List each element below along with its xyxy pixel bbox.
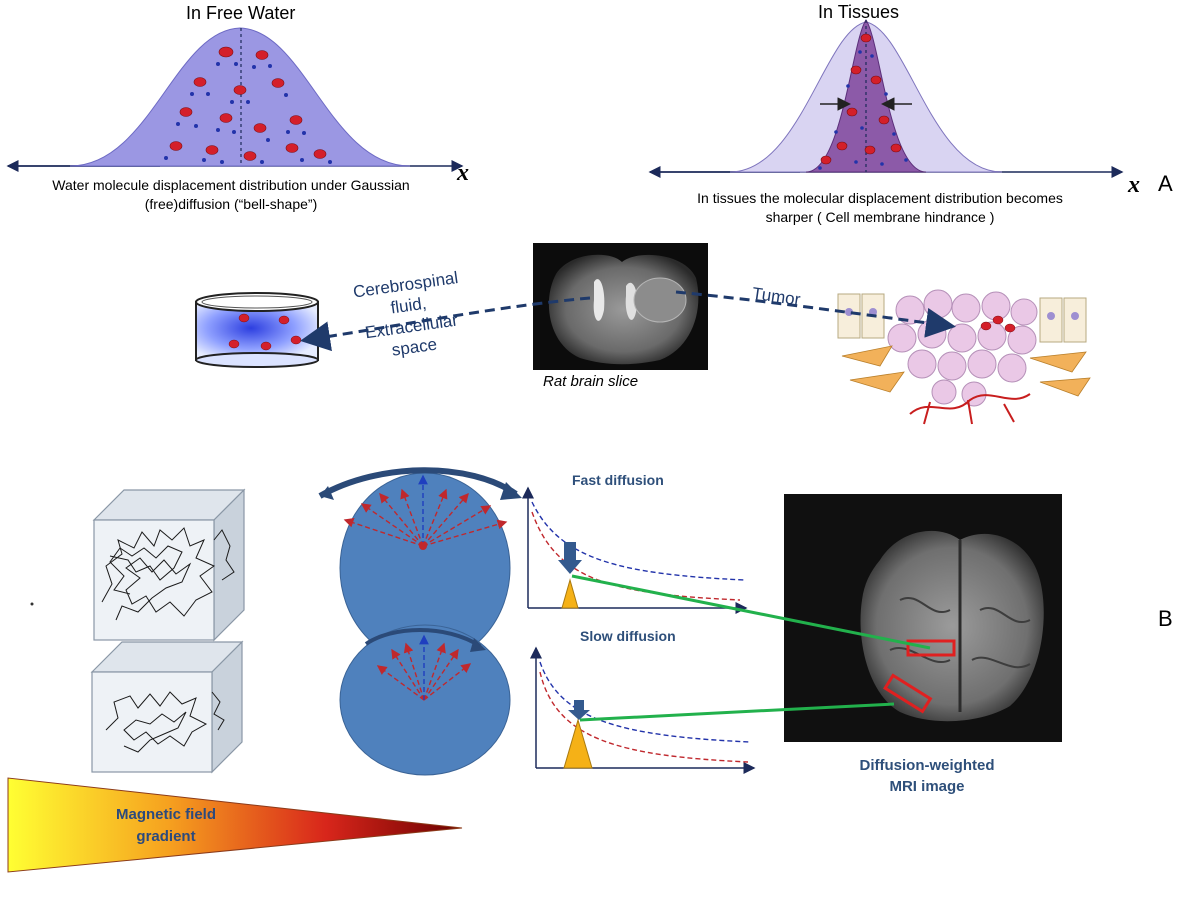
tissue-caption-line2: sharper ( Cell membrane hindrance ) bbox=[765, 209, 995, 225]
fast-rotation-arc bbox=[318, 467, 518, 499]
free-water-dish bbox=[195, 292, 319, 368]
free-water-title: In Free Water bbox=[186, 3, 296, 23]
panel-b-letter: B bbox=[1158, 606, 1173, 631]
slow-signal-plot bbox=[530, 646, 756, 774]
free-water-caption: Water molecule displacement distribution… bbox=[0, 176, 462, 214]
free-caption-line1: Water molecule displacement distribution… bbox=[52, 177, 410, 193]
slow-signal-triangle bbox=[563, 718, 593, 769]
slow-diffusion-label: Slow diffusion bbox=[580, 628, 676, 644]
fast-signal-plot bbox=[522, 486, 748, 614]
mri-caption-line1: Diffusion-weighted bbox=[859, 757, 995, 774]
free-water-distribution bbox=[6, 27, 464, 172]
magnetic-gradient-wedge bbox=[7, 777, 463, 873]
green-link-slow bbox=[579, 702, 895, 722]
fast-down-arrow bbox=[558, 542, 582, 574]
tissue-axis-label: x bbox=[1128, 172, 1140, 198]
fast-diffusion-label: Fast diffusion bbox=[572, 472, 664, 488]
tissues-title: In Tissues bbox=[818, 2, 900, 22]
green-link-fast bbox=[571, 574, 931, 650]
tumor-tissue-illustration bbox=[837, 289, 1091, 425]
tissue-caption: In tissues the molecular displacement di… bbox=[648, 189, 1112, 227]
rat-brain-slice bbox=[533, 243, 708, 370]
roi-slow bbox=[883, 673, 933, 714]
gradient-line2: gradient bbox=[136, 828, 196, 845]
free-bell-curve bbox=[69, 27, 411, 167]
dw-mri-image bbox=[784, 494, 1062, 742]
tumor-dashed-arrow bbox=[675, 290, 956, 338]
fast-diffusion-disk bbox=[318, 467, 522, 664]
slow-down-arrow bbox=[568, 700, 590, 720]
roi-fast bbox=[906, 639, 956, 657]
slow-diffusion-cube bbox=[90, 640, 244, 774]
mri-caption-line2: MRI image bbox=[889, 778, 965, 795]
gradient-caption: Magnetic field gradient bbox=[86, 804, 246, 848]
gradient-line1: Magnetic field bbox=[115, 806, 216, 823]
mri-caption: Diffusion-weighted MRI image bbox=[802, 755, 1052, 797]
tissue-water-molecules bbox=[820, 33, 902, 165]
fast-diffusion-cube bbox=[92, 488, 246, 642]
slow-diffusion-disk bbox=[339, 624, 511, 776]
fast-signal-triangle bbox=[561, 578, 579, 609]
panel-a-letter: A bbox=[1158, 171, 1173, 196]
free-caption-line2: (free)diffusion (“bell-shape”) bbox=[144, 196, 318, 212]
slow-rotation-arc bbox=[364, 628, 482, 648]
csf-dashed-arrow bbox=[300, 296, 591, 352]
brain-slice-caption: Rat brain slice bbox=[543, 373, 639, 390]
free-water-molecules bbox=[169, 46, 327, 161]
tissue-distribution bbox=[648, 19, 1124, 178]
tissue-caption-line1: In tissues the molecular displacement di… bbox=[697, 190, 1063, 206]
